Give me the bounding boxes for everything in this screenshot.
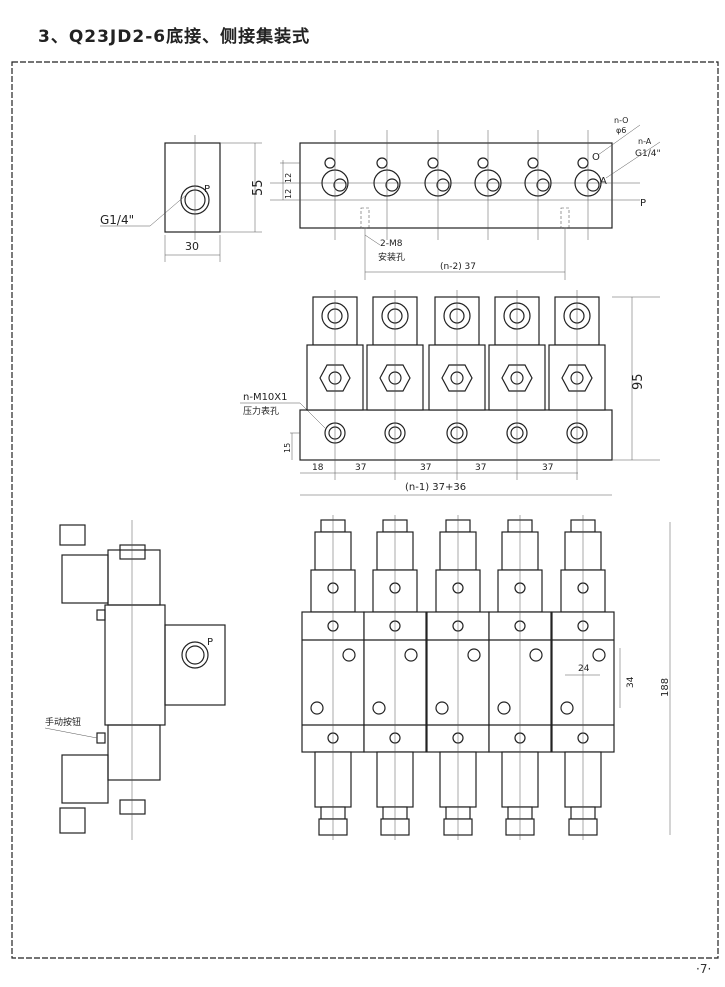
port-a-inner [385, 178, 399, 192]
port-o-circle [324, 157, 336, 169]
height-95: 95 [631, 373, 646, 390]
dim-34: 34 [626, 676, 636, 688]
port-p-label: P [204, 184, 210, 195]
port-o-circle [527, 157, 539, 169]
thread-label-a: G1/4" [635, 149, 661, 159]
n-o-label: n-O [614, 116, 628, 125]
hex-nut [561, 364, 593, 392]
mount-label: 安装孔 [378, 251, 405, 263]
gauge-dim: n-M10X1 [243, 392, 288, 403]
port-o-circle [477, 157, 489, 169]
width-dim: 30 [185, 240, 199, 253]
manual-button-label: 手动按钮 [45, 716, 81, 728]
dim-188: 188 [660, 678, 671, 697]
dim-12b: 12 [284, 189, 293, 199]
hole [404, 648, 418, 662]
a-label: A [600, 176, 607, 187]
hole [529, 648, 543, 662]
port-o-circle [427, 157, 439, 169]
gauge-label: 压力表孔 [243, 405, 279, 417]
manifold-top-view: 12 12 2-M8 安装孔 (n-2) 37 n-O φ6 O n-A G1/… [270, 116, 661, 280]
front-view: 95 15 n-M10X1 压力表孔 18 37 37 37 37 (n-1) … [240, 290, 660, 496]
port-a-inner [536, 178, 550, 192]
hex-nut [501, 364, 533, 392]
hole [497, 701, 511, 715]
dim-15: 15 [283, 443, 292, 453]
hex-nut [441, 364, 473, 392]
page-number: ·7· [696, 962, 712, 976]
hole [310, 701, 324, 715]
pitch-1: 37 [355, 463, 366, 473]
bottom-view-valves [301, 515, 615, 840]
page-title: 3、Q23JD2-6底接、侧接集装式 [38, 27, 311, 47]
pitch-dim: (n-2) 37 [440, 262, 476, 272]
hex-nut [379, 364, 411, 392]
n-a-label: n-A [638, 137, 652, 146]
pitch-3: 37 [475, 463, 486, 473]
hole [342, 648, 356, 662]
o-label: O [592, 152, 600, 163]
drawing-frame [11, 61, 719, 959]
hole [435, 701, 449, 715]
height-dim: 55 [251, 179, 266, 196]
hole [560, 701, 574, 715]
side-view: P 手动按钮 [44, 520, 226, 840]
dim-18: 18 [312, 463, 324, 473]
total-length: (n-1) 37+36 [405, 482, 466, 493]
hex-nut [319, 364, 351, 392]
pitch-2: 37 [420, 463, 431, 473]
port-a-inner [486, 178, 500, 192]
port-a-inner [436, 178, 450, 192]
dim-24: 24 [578, 664, 590, 674]
side-port-p: P [207, 637, 213, 648]
thread-label: G1/4" [100, 213, 134, 227]
port-a-inner [333, 178, 347, 192]
p-label: P [640, 198, 646, 209]
port-o-circle [577, 157, 589, 169]
port-o-circle [376, 157, 388, 169]
hole [467, 648, 481, 662]
bottom-view-dimensions: 24 34 188 [565, 522, 671, 835]
mount-dim: 2-M8 [380, 239, 403, 249]
end-view: P G1/4" 30 55 [100, 135, 266, 262]
port-a-inner [586, 178, 600, 192]
phi-label: φ6 [616, 126, 626, 135]
hole [592, 648, 606, 662]
pitch-4: 37 [542, 463, 553, 473]
dim-12a: 12 [284, 173, 293, 183]
hole [372, 701, 386, 715]
